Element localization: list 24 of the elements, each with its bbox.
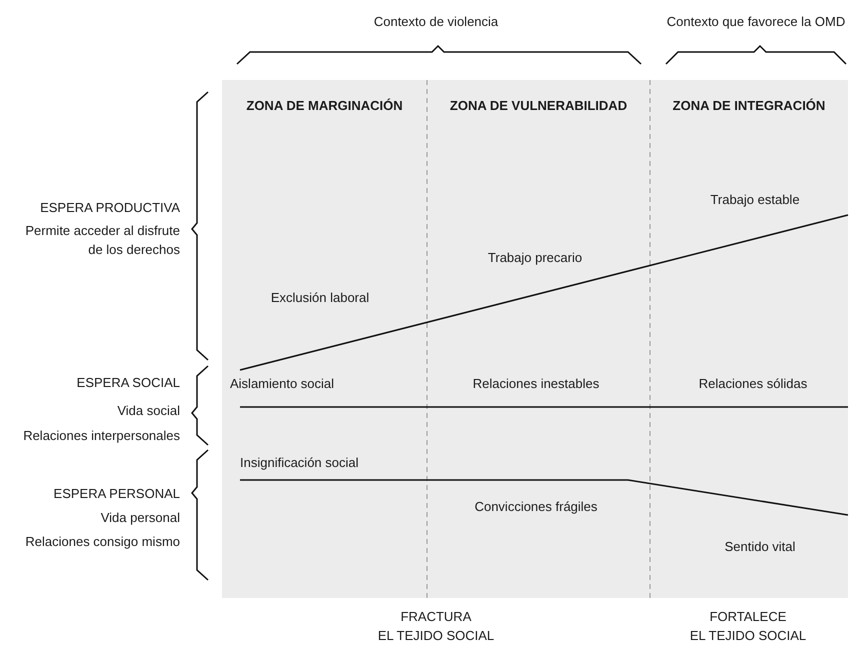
zone-heading: ZONA DE VULNERABILIDAD: [450, 97, 628, 115]
context-label: Contexto de violencia: [374, 13, 498, 31]
line-label: Trabajo precario: [488, 249, 582, 267]
line-label: Relaciones inestables: [472, 375, 600, 393]
line-label: Sentido vital: [724, 538, 796, 556]
category-heading: ESPERA PRODUCTIVA: [40, 199, 180, 217]
line-label: Relaciones sólidas: [698, 375, 808, 393]
line-label: Insignificación social: [240, 454, 359, 472]
category-heading: ESPERA PERSONAL: [54, 485, 180, 503]
line-label: Convicciones frágiles: [474, 498, 598, 516]
footer-label: FORTALECE EL TEJIDO SOCIAL: [690, 608, 806, 645]
context-label: Contexto que favorece la OMD: [666, 13, 846, 31]
zone-heading: ZONA DE MARGINACIÓN: [246, 97, 403, 115]
category-description: Relaciones consigo mismo: [25, 533, 180, 551]
category-heading: ESPERA SOCIAL: [76, 374, 180, 392]
category-description: Permite acceder al disfrute de los derechos: [24, 222, 180, 259]
footer-label: FRACTURA EL TEJIDO SOCIAL: [378, 608, 494, 645]
category-description: Vida personal: [100, 509, 180, 527]
line-label: Trabajo estable: [710, 191, 800, 209]
line-label: Exclusión laboral: [270, 289, 370, 307]
category-description: Relaciones interpersonales: [23, 427, 180, 445]
zone-heading: ZONA DE INTEGRACIÓN: [672, 97, 826, 115]
line-label: Aislamiento social: [230, 375, 334, 393]
category-description: Vida social: [117, 402, 180, 420]
